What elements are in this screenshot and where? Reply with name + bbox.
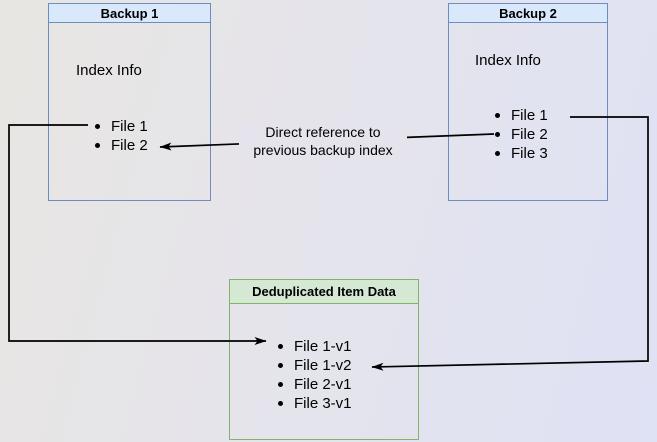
list-item: File 3 [495,144,548,163]
backup1-title: Backup 1 [100,5,159,21]
dedup-header: Deduplicated Item Data [230,280,418,304]
bullet-icon [278,401,283,406]
backup1-file-list: File 1 File 2 [95,117,148,155]
file-label: File 2 [111,137,148,154]
file-label: File 1-v2 [294,357,352,374]
file-label: File 1-v1 [294,338,352,355]
edge-label-line1: Direct reference to [265,124,381,140]
edge-label: Direct reference to previous backup inde… [239,123,407,159]
file-label: File 2-v1 [294,376,352,393]
file-label: File 2 [511,126,548,143]
bullet-icon [495,151,500,156]
list-item: File 1 [95,117,148,136]
bullet-icon [278,382,283,387]
file-label: File 1 [111,118,148,135]
bullet-icon [495,132,500,137]
list-item: File 2-v1 [278,375,352,394]
dedup-title: Deduplicated Item Data [252,284,396,299]
bullet-icon [95,143,100,148]
dedup-file-list: File 1-v1 File 1-v2 File 2-v1 File 3-v1 [278,337,352,413]
backup1-container: Backup 1 Index Info File 1 File 2 [48,3,211,201]
list-item: File 2 [95,136,148,155]
backup1-index-info: Index Info [76,62,142,79]
list-item: File 1 [495,106,548,125]
edge-label-line2: previous backup index [253,142,393,158]
backup2-index-info: Index Info [475,52,541,69]
backup2-container: Backup 2 Index Info File 1 File 2 File 3 [448,3,608,201]
file-label: File 1 [511,107,548,124]
bullet-icon [95,124,100,129]
file-label: File 3 [511,145,548,162]
bullet-icon [278,363,283,368]
list-item: File 2 [495,125,548,144]
list-item: File 1-v2 [278,356,352,375]
file-label: File 3-v1 [294,395,352,412]
backup2-title: Backup 2 [499,5,557,21]
bullet-icon [278,344,283,349]
bullet-icon [495,113,500,118]
list-item: File 3-v1 [278,394,352,413]
list-item: File 1-v1 [278,337,352,356]
backup2-header: Backup 2 [449,4,607,23]
backup2-file-list: File 1 File 2 File 3 [495,106,548,163]
backup1-header: Backup 1 [49,4,210,23]
dedup-container: Deduplicated Item Data File 1-v1 File 1-… [229,279,419,440]
